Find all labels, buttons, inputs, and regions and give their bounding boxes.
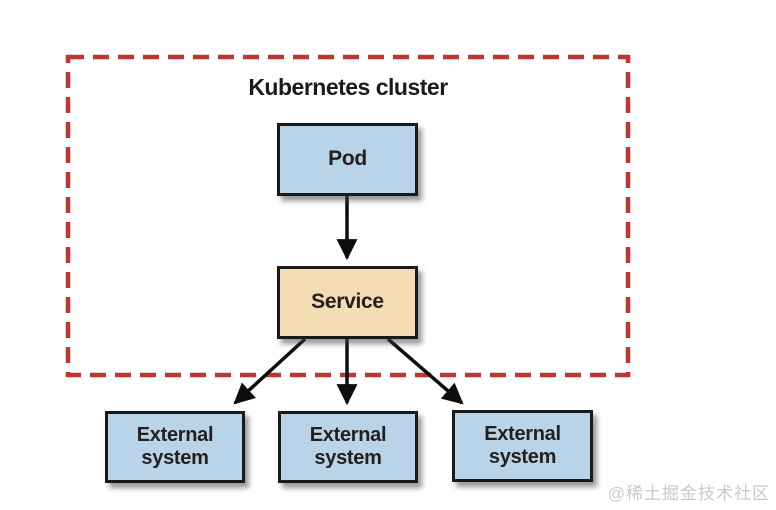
node-pod: Pod xyxy=(277,123,418,196)
node-external-system-3: External system xyxy=(452,410,593,482)
node-external-system-2: External system xyxy=(278,411,418,483)
watermark-text: @稀土掘金技术社区 xyxy=(607,484,770,503)
edge-service-to-external-3-arrow xyxy=(386,337,464,405)
node-service: Service xyxy=(277,266,418,339)
node-external-system-1: External system xyxy=(105,411,245,483)
edge-service-to-external-1-arrow xyxy=(233,337,307,405)
cluster-title: Kubernetes cluster xyxy=(248,74,448,100)
